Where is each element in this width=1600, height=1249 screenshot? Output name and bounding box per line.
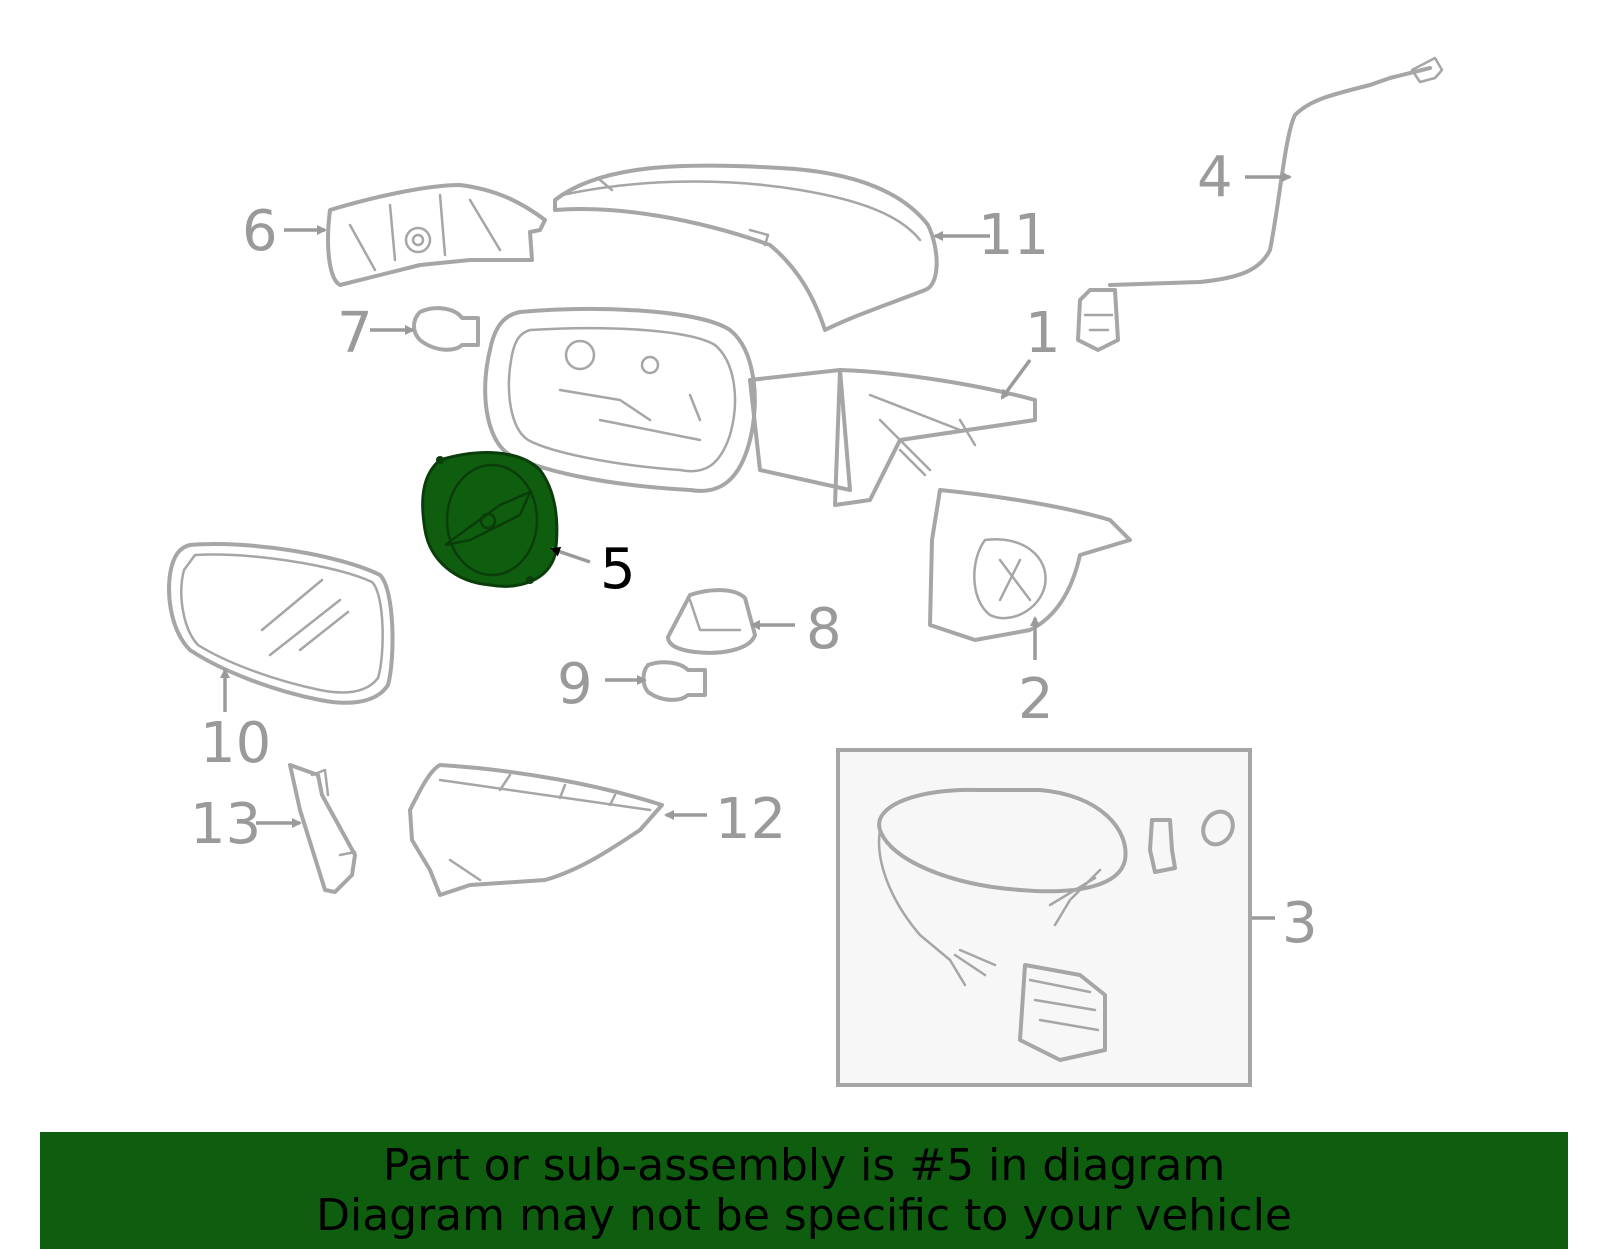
callout-7: 7 — [337, 301, 373, 366]
banner-line-disclaimer: Diagram may not be specific to your vehi… — [316, 1189, 1292, 1241]
part-5-mirror-actuator[interactable] — [421, 451, 591, 588]
callout-3: 3 — [1282, 891, 1318, 956]
callout-5: 5 — [600, 537, 636, 602]
part-1-mirror-housing[interactable] — [483, 307, 1037, 507]
parts-diagram: 1 2 3 4 5 6 7 8 9 10 11 12 13 — [167, 56, 1444, 1087]
part-4-harness[interactable] — [1076, 56, 1444, 352]
callout-6: 6 — [242, 199, 278, 264]
callout-labels: 1 2 3 4 5 6 7 8 9 10 11 12 13 — [190, 145, 1318, 956]
info-banner: Part or sub-assembly is #5 in diagram Di… — [40, 1132, 1568, 1249]
callout-12: 12 — [715, 787, 786, 852]
callout-1: 1 — [1025, 301, 1061, 366]
part-11-mirror-cap[interactable] — [553, 163, 939, 332]
callout-arrows — [220, 172, 1292, 920]
part-3-wiring-kit[interactable] — [836, 748, 1252, 1087]
part-6-signal-housing[interactable] — [326, 183, 547, 287]
callout-9: 9 — [557, 652, 593, 717]
part-13-trim[interactable] — [288, 763, 357, 894]
callout-10: 10 — [200, 711, 271, 776]
part-7-bulb[interactable] — [412, 306, 480, 352]
callout-2: 2 — [1018, 667, 1054, 732]
part-2-lower-housing[interactable] — [928, 488, 1132, 642]
part-10-mirror-glass[interactable] — [167, 542, 395, 705]
callout-8: 8 — [806, 597, 842, 662]
part-8-cover[interactable] — [666, 588, 757, 655]
callout-11: 11 — [978, 203, 1049, 268]
callout-4: 4 — [1197, 145, 1233, 210]
banner-line-part: Part or sub-assembly is #5 in diagram — [382, 1139, 1226, 1191]
part-12-lower-panel[interactable] — [408, 763, 664, 897]
callout-13: 13 — [190, 792, 261, 857]
part-9-bulb[interactable] — [641, 660, 707, 702]
